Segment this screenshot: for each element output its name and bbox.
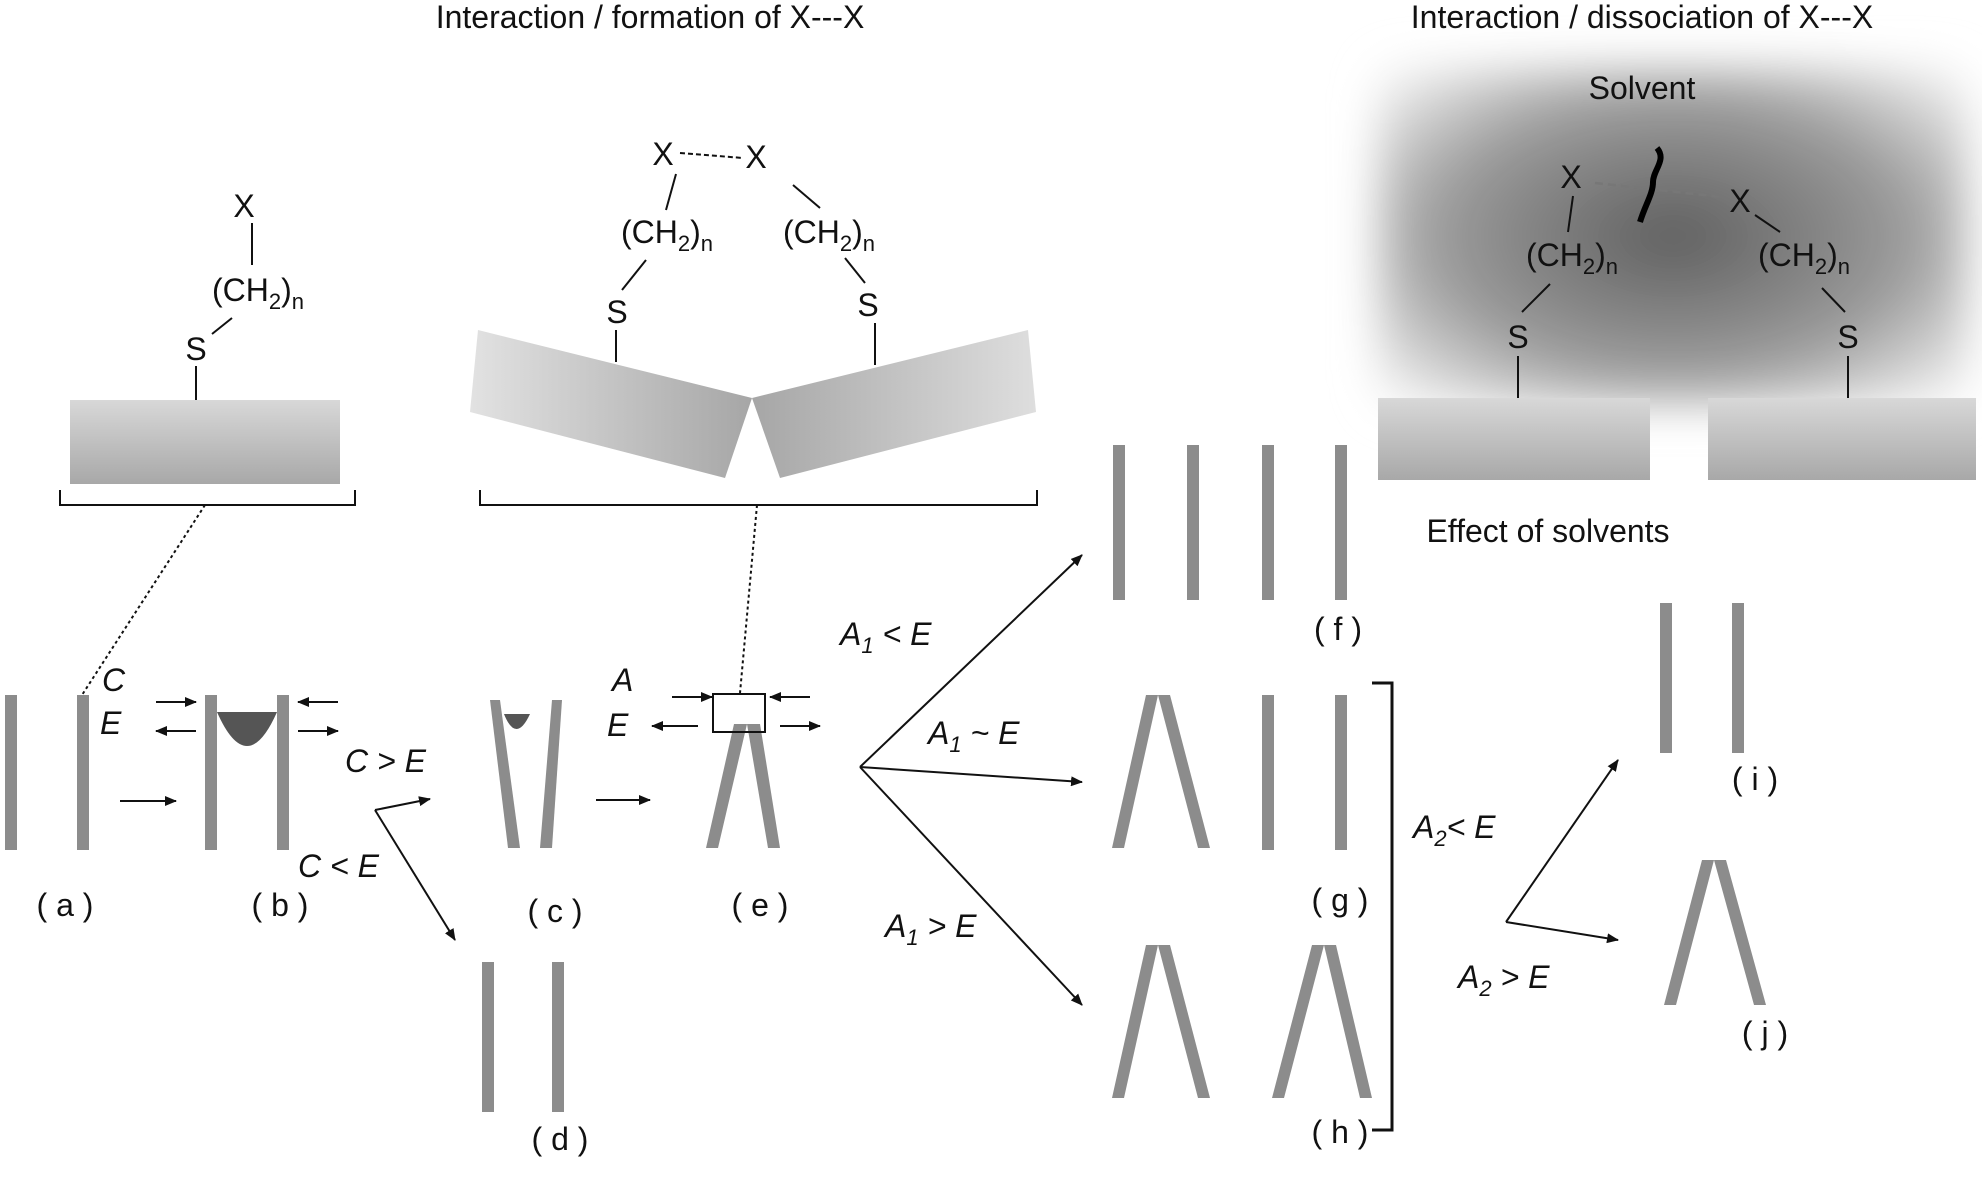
x-atom-left: X bbox=[1560, 159, 1581, 195]
ch2n-right: (CH2)n bbox=[783, 214, 875, 256]
x-atom-left: X bbox=[652, 136, 673, 172]
label-e: E bbox=[100, 705, 122, 741]
ch2n-left: (CH2)n bbox=[1526, 237, 1618, 279]
plate-right bbox=[1708, 398, 1976, 480]
rod bbox=[1113, 445, 1125, 600]
bracket bbox=[479, 490, 1038, 506]
plate-left bbox=[1378, 398, 1650, 480]
stage-d: ( d ) bbox=[532, 1121, 589, 1157]
group-bracket bbox=[1372, 681, 1394, 1132]
ch2n-group: (CH2)n bbox=[212, 272, 304, 314]
rod bbox=[1262, 695, 1274, 850]
stage-i: ( i ) bbox=[1732, 761, 1778, 797]
stage-f: ( f ) bbox=[1314, 611, 1362, 647]
label-c: C bbox=[102, 662, 126, 698]
s-atom-right: S bbox=[857, 287, 878, 323]
broken-bond-mark bbox=[1637, 146, 1664, 223]
stage-h: ( h ) bbox=[1312, 1114, 1369, 1150]
a2-gt-e: A2 > E bbox=[1456, 959, 1550, 1001]
rod bbox=[1335, 695, 1347, 850]
a2-lt-e: A2< E bbox=[1411, 809, 1496, 851]
rod bbox=[277, 695, 289, 850]
stage-j: ( j ) bbox=[1742, 1015, 1788, 1051]
x-atom: X bbox=[233, 188, 254, 224]
bracket bbox=[59, 490, 356, 506]
a1-sim-e: A1 ~ E bbox=[926, 715, 1020, 757]
s-atom-left: S bbox=[1507, 319, 1528, 355]
ch2n-right: (CH2)n bbox=[1758, 237, 1850, 279]
stage-b: ( b ) bbox=[252, 887, 309, 923]
rod bbox=[1660, 603, 1672, 753]
rod bbox=[482, 962, 494, 1112]
effect-label: Effect of solvents bbox=[1426, 513, 1669, 549]
stage-g: ( g ) bbox=[1312, 882, 1369, 918]
a1-gt-e: A1 > E bbox=[883, 908, 977, 950]
solvent-cloud bbox=[1378, 68, 1968, 404]
heading-dissociation: Interaction / dissociation of X---X bbox=[1411, 0, 1873, 35]
s-atom-right: S bbox=[1837, 319, 1858, 355]
ch2n-left: (CH2)n bbox=[621, 214, 713, 256]
s-atom-left: S bbox=[606, 294, 627, 330]
label-e: E bbox=[607, 707, 629, 743]
solvent-region: Solvent X X (CH2)n (CH2)n S S bbox=[1378, 68, 1968, 404]
x-atom-right: X bbox=[745, 139, 766, 175]
a1-lt-e: A1 < E bbox=[838, 616, 932, 658]
stage-c: ( c ) bbox=[527, 893, 582, 929]
heading-formation: Interaction / formation of X---X bbox=[436, 0, 865, 35]
rod bbox=[5, 695, 17, 850]
s-atom: S bbox=[185, 331, 206, 367]
stage-a: ( a ) bbox=[37, 887, 94, 923]
rod bbox=[205, 695, 217, 850]
tilted-plate-right bbox=[752, 330, 1036, 478]
zoom-box bbox=[712, 693, 766, 733]
c-lt-e: C < E bbox=[298, 848, 380, 884]
rod bbox=[1732, 603, 1744, 753]
label-a: A bbox=[610, 662, 633, 698]
gold-plate bbox=[70, 400, 340, 484]
rod bbox=[552, 962, 564, 1112]
rod bbox=[1262, 445, 1274, 600]
molecule-single: X (CH2)n S bbox=[59, 188, 356, 696]
stage-e: ( e ) bbox=[732, 887, 789, 923]
liquid-bridge bbox=[217, 712, 277, 746]
rod bbox=[1187, 445, 1199, 600]
x-atom-right: X bbox=[1729, 183, 1750, 219]
solvent-label: Solvent bbox=[1589, 70, 1696, 106]
rod bbox=[1335, 445, 1347, 600]
rod bbox=[77, 695, 89, 850]
c-gt-e: C > E bbox=[345, 743, 427, 779]
molecule-bridged: X X (CH2)n (CH2)n S S bbox=[470, 136, 1038, 694]
tilted-plate-left bbox=[470, 330, 752, 478]
small-bridge bbox=[504, 714, 530, 729]
